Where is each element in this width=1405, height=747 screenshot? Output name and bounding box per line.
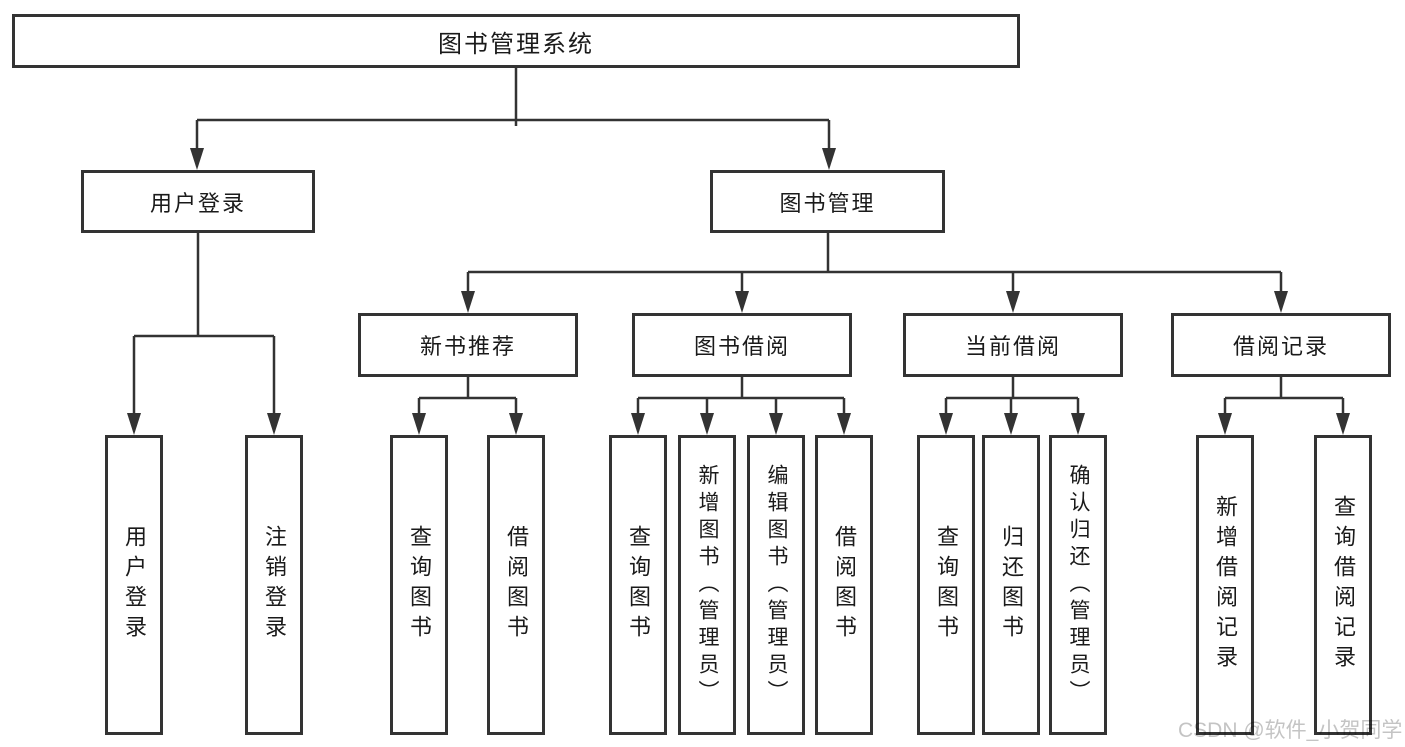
leaf-label: 编辑图书（管理员） (765, 463, 788, 707)
leaf-label: 用户登录 (122, 525, 147, 645)
node-borrow-records: 借阅记录 (1171, 313, 1391, 377)
node-book-management: 图书管理 (710, 170, 945, 233)
leaf-label: 新增图书（管理员） (696, 463, 719, 707)
connector-current-borrow-to-leaves (939, 377, 1085, 435)
node-label: 借阅记录 (1232, 334, 1329, 359)
node-label: 当前借阅 (964, 334, 1061, 359)
leaf-add-borrow-record: 新增借阅记录 (1196, 435, 1254, 735)
node-label: 图书借阅 (693, 334, 790, 359)
leaf-user-login: 用户登录 (105, 435, 163, 735)
leaf-label: 确认归还（管理员） (1067, 463, 1090, 707)
connector-new-book-recommend-to-leaves (412, 377, 523, 435)
leaf-query-books-current: 查询图书 (917, 435, 975, 735)
node-current-borrow: 当前借阅 (903, 313, 1123, 377)
leaf-label: 借阅图书 (832, 525, 857, 645)
node-user-login: 用户登录 (81, 170, 315, 233)
leaf-query-borrow-record: 查询借阅记录 (1314, 435, 1372, 735)
node-label: 图书管理系统 (438, 30, 594, 58)
leaf-borrow-books: 借阅图书 (815, 435, 873, 735)
leaf-label: 查询图书 (626, 525, 651, 645)
node-label: 新书推荐 (419, 334, 516, 359)
connector-book-management-to-level3 (461, 233, 1288, 313)
leaf-edit-books-admin: 编辑图书（管理员） (747, 435, 805, 735)
leaf-borrow-books-recommend: 借阅图书 (487, 435, 545, 735)
leaf-label: 查询借阅记录 (1331, 495, 1356, 675)
leaf-label: 归还图书 (999, 525, 1024, 645)
leaf-label: 查询图书 (934, 525, 959, 645)
connector-user-login-to-leaves (127, 233, 281, 435)
leaf-add-books-admin: 新增图书（管理员） (678, 435, 736, 735)
node-library-management-system: 图书管理系统 (12, 14, 1020, 68)
leaf-return-books: 归还图书 (982, 435, 1040, 735)
node-book-borrow: 图书借阅 (632, 313, 852, 377)
leaf-query-books-borrow: 查询图书 (609, 435, 667, 735)
leaf-label: 新增借阅记录 (1213, 495, 1238, 675)
leaf-query-books-recommend: 查询图书 (390, 435, 448, 735)
node-label: 用户登录 (149, 190, 246, 216)
connector-borrow-records-to-leaves (1218, 377, 1350, 435)
leaf-label: 查询图书 (407, 525, 432, 645)
leaf-logout: 注销登录 (245, 435, 303, 735)
connector-book-borrow-to-leaves (631, 377, 851, 435)
connector-root-to-level2 (190, 68, 836, 170)
leaf-confirm-return-admin: 确认归还（管理员） (1049, 435, 1107, 735)
leaf-label: 借阅图书 (504, 525, 529, 645)
csdn-watermark: CSDN @软件_小贺同学 (1178, 719, 1403, 742)
leaf-label: 注销登录 (262, 525, 287, 645)
node-new-book-recommend: 新书推荐 (358, 313, 578, 377)
node-label: 图书管理 (779, 190, 876, 216)
